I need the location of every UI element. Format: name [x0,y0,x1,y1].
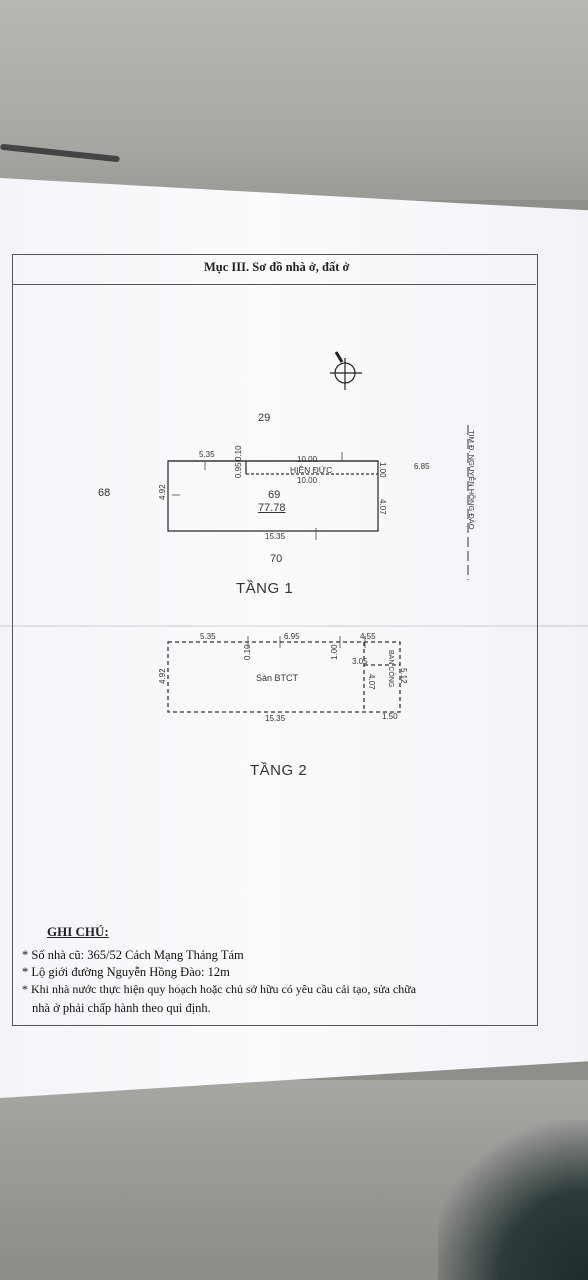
f1-area: 77.78 [258,502,286,514]
floor2-outline [167,641,401,713]
document-paper [0,178,588,1098]
neighbor-east: 6.85 [414,462,430,471]
f1-dim-right-b: 4.07 [378,499,387,515]
f1-dim-right-a: 1.00 [378,462,387,478]
f2-dim-balcony-a: 1.00 [330,644,339,660]
f1-dim-top-a: 10.00 [297,455,318,464]
f1-dim-gap-a: 0.95 [234,462,243,478]
neighbor-north: 29 [258,412,271,424]
f1-dim-top-b: 10.00 [297,476,318,485]
f2-dim-top-b: 6.95 [284,632,300,641]
floor1-label: TẦNG 1 [236,580,294,597]
f2-dim-left: 4.92 [158,668,167,684]
f1-dim-bottom: 15.35 [265,532,286,541]
f2-dim-right: 5.12 [399,668,408,684]
section-title: Mục III. Sơ đồ nhà ở, đất ở [204,260,350,274]
f2-dim-balcony-b: 3.05 [352,657,368,666]
f2-dim-bottom-right: 1.50 [382,712,398,721]
neighbor-name-label: HIỀN ĐỨC [290,465,333,475]
notes-heading: GHI CHÚ: [47,924,109,939]
desk-surface-top [0,0,588,200]
paper-fold [0,625,588,627]
f1-dim-gap-b: 0.10 [234,445,243,461]
balcony-label: BAN CÔNG [387,650,394,688]
floor2-label: TẦNG 2 [250,762,308,779]
f1-lot-number: 69 [268,489,281,501]
document-frame [12,254,538,1026]
note-item: * Số nhà cũ: 365/52 Cách Mạng Tháng Tám [22,948,244,962]
f2-dim-top-c: 4.55 [360,632,376,641]
f2-dim-top-a: 5.35 [200,632,216,641]
f1-dim-width-left: 4.92 [158,484,167,500]
f2-dim-bottom: 15.35 [265,714,286,723]
note-item: nhà ở phải chấp hành theo qui định. [32,1001,211,1015]
note-item: * Khi nhà nước thực hiện quy hoạch hoặc … [22,982,417,996]
street-name: TIM Đ. NGUYỄN HỒNG ĐÀO [467,430,476,530]
dark-object [438,1120,588,1280]
north-arrow-icon [330,351,362,390]
neighbor-west: 68 [98,487,111,499]
note-item: * Lộ giới đường Nguyễn Hồng Đào: 12m [22,965,230,979]
neighbor-south: 70 [270,553,283,565]
slab-label: Sàn BTCT [256,673,299,683]
floor1-outline [167,460,379,532]
title-divider [12,284,536,285]
f2-dim-balcony-c: 4.07 [367,674,376,690]
f2-dim-mid: 0.10 [243,644,252,660]
f1-dim-left-top: 5.35 [199,450,215,459]
